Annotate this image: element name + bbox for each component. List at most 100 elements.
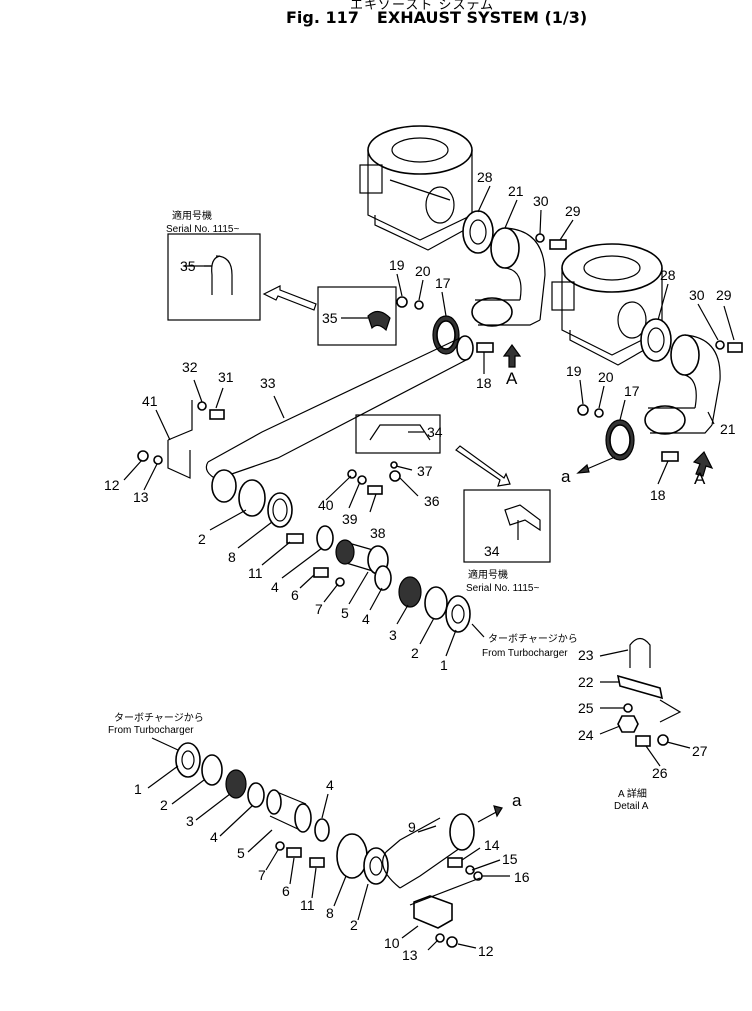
elbow-9 — [382, 813, 475, 889]
part-number-35-mid: 35 — [322, 310, 338, 326]
part-number-1-upper: 1 — [440, 657, 448, 673]
title-text: EXHAUST SYSTEM (1/3) — [376, 8, 588, 27]
from-turbo-en-upper: From Turbocharger — [482, 648, 568, 659]
part-number-4-lower-a: 4 — [210, 829, 218, 845]
detail-box-35 — [317, 286, 397, 346]
part-number-27: 27 — [692, 743, 708, 759]
part-number-29a: 29 — [565, 203, 581, 219]
part-number-30a: 30 — [533, 193, 549, 209]
hatched-arrow-left — [262, 285, 317, 311]
part-number-13-lower: 13 — [402, 947, 418, 963]
part-number-4-lower-b: 4 — [326, 777, 334, 793]
view-arrow-A-upper — [502, 343, 522, 368]
part-number-2-lower-a: 2 — [160, 797, 168, 813]
part-number-11-lower: 11 — [300, 897, 315, 913]
part-number-19a: 19 — [389, 257, 405, 273]
upper-bellows-assembly — [238, 479, 471, 633]
part-number-16: 16 — [514, 869, 530, 885]
part-number-9: 9 — [408, 819, 416, 835]
pipe-33 — [205, 335, 474, 503]
title-japanese: エキゾースト システム — [350, 0, 495, 13]
part-number-39: 39 — [342, 511, 358, 527]
elbow-21-b — [644, 334, 721, 435]
part-labels: 28 21 30 29 19 20 17 18 28 30 29 19 20 1… — [104, 169, 736, 963]
part-number-7-lower: 7 — [258, 867, 266, 883]
part-number-2-upper-b: 2 — [411, 645, 419, 661]
gasket-28-b — [640, 318, 672, 362]
part-number-34-top: 34 — [427, 424, 443, 440]
part-number-19b: 19 — [566, 363, 582, 379]
serial-note-jp-left: 適用号機 — [172, 209, 212, 222]
fig-label: Fig. 117 — [286, 8, 359, 27]
part-number-23: 23 — [578, 647, 594, 663]
from-turbo-jp-upper: ターボチャージから — [488, 633, 578, 645]
bracket-10 — [413, 895, 458, 948]
part-number-15: 15 — [502, 851, 518, 867]
part-number-8-upper: 8 — [228, 549, 236, 565]
part-number-22: 22 — [578, 674, 594, 690]
part-number-24: 24 — [578, 727, 594, 743]
part-number-10: 10 — [384, 935, 400, 951]
part-number-3-lower: 3 — [186, 813, 194, 829]
part-number-31: 31 — [218, 369, 234, 385]
view-marker-a-lower: a — [512, 791, 522, 810]
part-number-8-lower: 8 — [326, 905, 334, 921]
hatched-arrow-right — [455, 445, 511, 487]
lower-bellows-assembly — [175, 742, 389, 885]
part-number-29b: 29 — [716, 287, 732, 303]
from-turbo-en-lower: From Turbocharger — [108, 725, 194, 736]
view-marker-A-lower: A — [694, 469, 706, 488]
view-marker-A-upper: A — [506, 369, 518, 388]
part-number-12-upper: 12 — [104, 477, 120, 493]
leader-lines — [123, 185, 735, 951]
detail-box-34-top — [355, 414, 441, 454]
from-turbo-jp-lower: ターボチャージから — [114, 712, 204, 724]
part-number-2-lower-b: 2 — [350, 917, 358, 933]
part-number-6-upper: 6 — [291, 587, 299, 603]
part-number-21a: 21 — [508, 183, 524, 199]
part-number-12-lower: 12 — [478, 943, 494, 959]
serial-box-left — [167, 233, 261, 321]
detail-note-en: Detail A — [614, 801, 649, 812]
part-number-37: 37 — [417, 463, 433, 479]
part-number-25: 25 — [578, 700, 594, 716]
part-number-32: 32 — [182, 359, 198, 375]
part-number-41: 41 — [142, 393, 158, 409]
part-number-13-upper: 13 — [133, 489, 149, 505]
part-number-21b: 21 — [720, 421, 736, 437]
serial-note-en-left: Serial No. 1115~ — [166, 224, 239, 235]
part-number-34-serial: 34 — [484, 543, 500, 559]
part-number-17b: 17 — [624, 383, 640, 399]
part-number-26: 26 — [652, 765, 668, 781]
part-number-20b: 20 — [598, 369, 614, 385]
part-number-3-upper: 3 — [389, 627, 397, 643]
serial-note-en-right: Serial No. 1115~ — [466, 583, 539, 594]
part-number-6-lower: 6 — [282, 883, 290, 899]
part-number-7-upper: 7 — [315, 601, 323, 617]
elbow-21-a — [471, 227, 546, 327]
part-number-11-upper: 11 — [248, 565, 263, 581]
part-number-35-left: 35 — [180, 258, 196, 274]
part-number-4-upper-a: 4 — [271, 579, 279, 595]
manifold-block-1 — [359, 125, 473, 251]
bracket-41 — [167, 400, 193, 479]
part-number-28a: 28 — [477, 169, 493, 185]
part-number-18a: 18 — [476, 375, 492, 391]
part-number-18b: 18 — [650, 487, 666, 503]
part-number-40: 40 — [318, 497, 334, 513]
part-number-28b: 28 — [660, 267, 676, 283]
part-number-38: 38 — [370, 525, 386, 541]
serial-box-right — [463, 489, 551, 563]
part-number-5-upper: 5 — [341, 605, 349, 621]
view-marker-a-right: a — [561, 467, 571, 486]
part-number-4-upper-b: 4 — [362, 611, 370, 627]
part-number-36: 36 — [424, 493, 440, 509]
part-number-30b: 30 — [689, 287, 705, 303]
part-number-20a: 20 — [415, 263, 431, 279]
part-number-14: 14 — [484, 837, 500, 853]
gasket-28-a — [462, 210, 494, 254]
manifold-block-2 — [551, 243, 663, 366]
part-number-33: 33 — [260, 375, 276, 391]
